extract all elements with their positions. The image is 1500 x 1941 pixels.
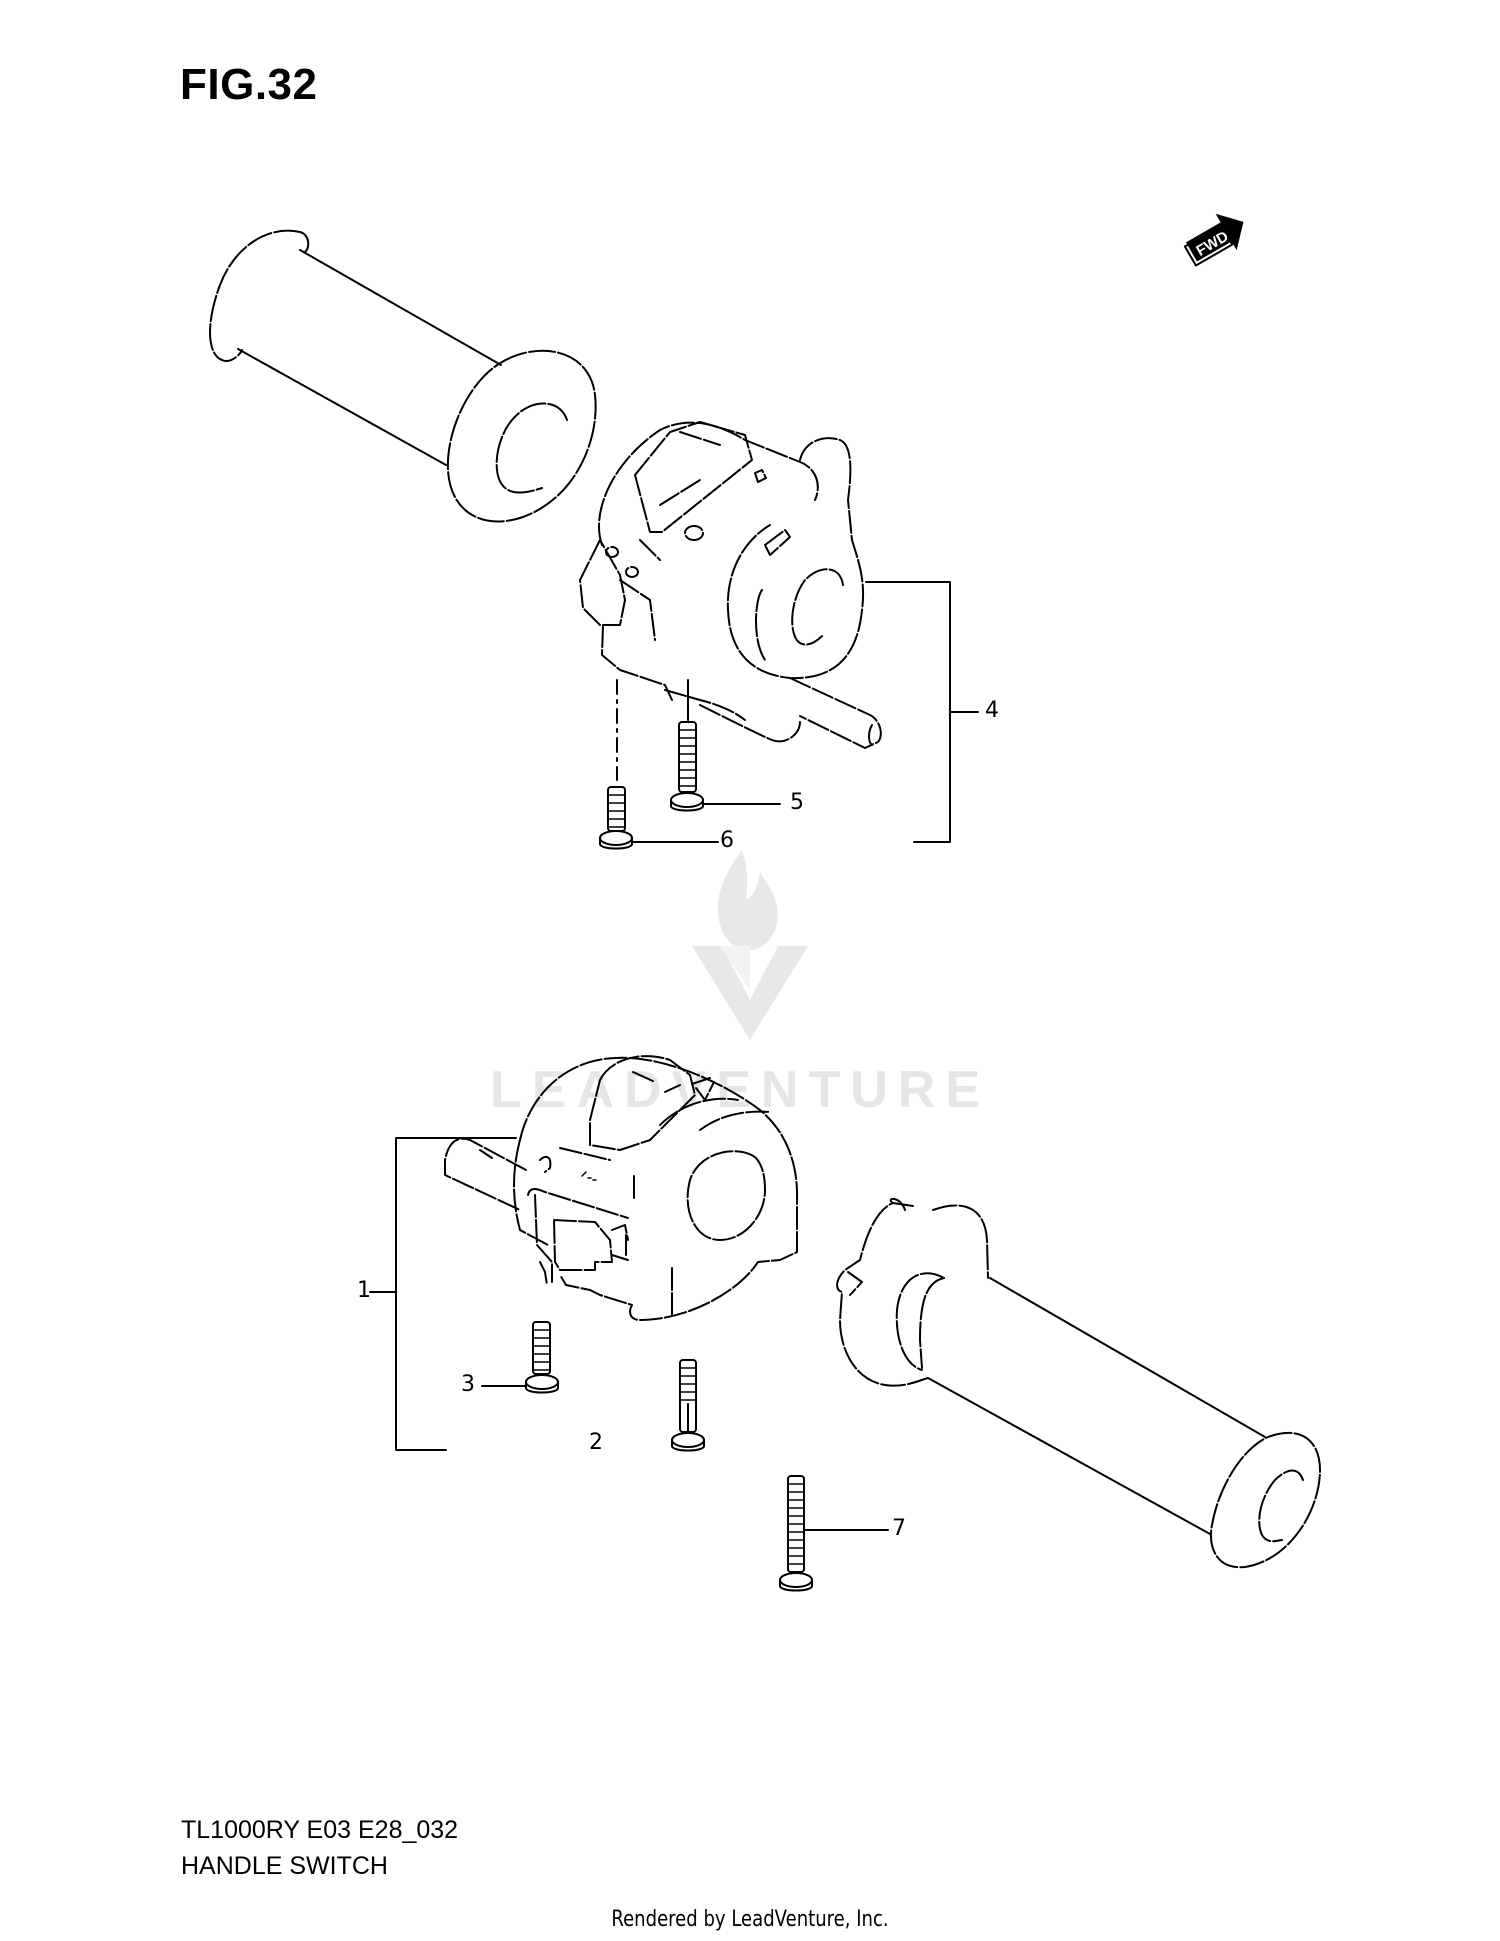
callout-bracket-4 [865, 581, 979, 843]
callout-5: 5 [790, 790, 804, 815]
callout-6: 6 [720, 828, 734, 853]
figure-title: FIG.32 [180, 60, 318, 109]
fwd-arrow-icon: FWD [1183, 213, 1244, 267]
lower-throttle-grip [836, 1198, 1321, 1569]
rendered-by-credit: Rendered by LeadVenture, Inc. [611, 1907, 889, 1932]
callout-4: 4 [985, 698, 999, 723]
callout-bracket-1 [369, 1137, 517, 1451]
upper-handlebar-grip [209, 229, 597, 523]
callout-2: 2 [589, 1430, 603, 1455]
screw-6 [599, 786, 719, 850]
figure-model-code: TL1000RY E03 E28_032 [181, 1816, 459, 1844]
screw-3 [481, 1321, 559, 1394]
figure-name: HANDLE SWITCH [181, 1852, 388, 1880]
callout-3: 3 [461, 1372, 475, 1397]
screw-7 [779, 1475, 889, 1592]
watermark-text: LEADVENTURE [490, 1061, 991, 1119]
screw-5 [670, 721, 781, 812]
screw-2 [671, 1359, 705, 1452]
callout-7: 7 [892, 1516, 906, 1541]
left-handle-switch-housing [579, 421, 882, 749]
right-handle-switch-housing [444, 1055, 799, 1321]
callout-1: 1 [357, 1278, 371, 1303]
